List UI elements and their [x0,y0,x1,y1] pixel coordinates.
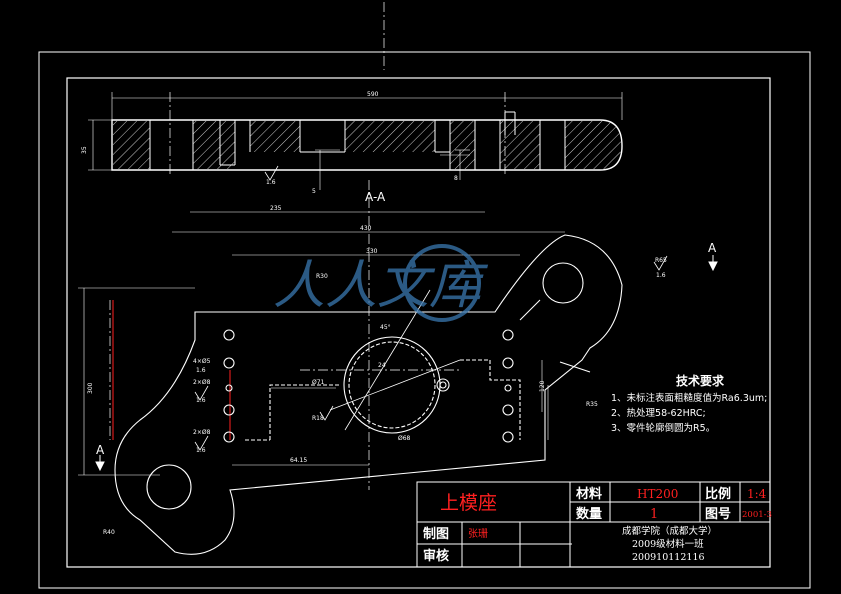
dim-71: Ø71 [312,379,325,386]
scale-value: 1:4 [747,487,767,501]
school-name: 成都学院（成都大学） [622,525,717,537]
watermark-text: 人人文库 [273,256,489,316]
rough-1: 1.6 [266,179,276,186]
dim-height: 35 [81,146,88,154]
student-id: 200910112116 [632,552,705,563]
outer-frame [38,51,811,589]
section-marker-left: A [96,443,105,457]
dim-8: 8 [454,175,458,182]
qty-label: 数量 [576,506,602,522]
dim-5: 5 [312,188,316,195]
requirement-1: 1、未标注表面粗糙度值为Ra6.3um; [611,392,767,404]
section-view [111,111,623,171]
dim-330: 330 [366,248,378,255]
dim-64: 64.15 [290,457,307,464]
requirement-3: 3、零件轮廓倒圆为R5。 [611,422,715,434]
dim-24: 24 [378,362,386,369]
title-block [416,481,771,568]
dim-300: 300 [87,382,94,394]
part-name: 上模座 [440,492,497,514]
rough-4: 1.6 [196,397,206,404]
drawn-label: 制图 [423,526,449,542]
callout-holes-3: 2×Ø8 [193,429,211,436]
rough-3: 1.6 [196,367,206,374]
dim-r30: R30 [316,273,328,280]
requirement-2: 2、热处理58-62HRC; [611,407,706,419]
dim-235: 235 [270,205,282,212]
material-value: HT200 [637,487,678,501]
dim-r18: R18 [312,415,324,422]
check-label: 审核 [423,548,449,564]
drawing-no-value: 2001-3 [742,510,772,520]
scale-label: 比例 [705,486,731,502]
dimension-lines [78,92,623,476]
dim-r68: Ø68 [398,435,411,442]
dim-overall: 590 [367,91,379,98]
rough-5: 1.6 [196,447,206,454]
dim-r65: R65 [655,257,667,264]
qty-value: 1 [650,507,658,522]
dim-120: 120 [539,380,546,392]
rough-2: 1.6 [656,272,666,279]
dim-r35: R35 [586,401,598,408]
section-arrows [95,255,718,472]
section-title: A-A [365,190,386,204]
section-marker-right: A [708,241,717,255]
material-label: 材料 [576,486,602,502]
watermark-logo: 人人文库 [273,244,489,322]
drawing-no-label: 图号 [705,507,731,522]
class-name: 2009级材料一班 [632,538,704,550]
drawn-value: 张珊 [468,528,488,540]
roughness-symbols [194,165,668,451]
red-centerlines [112,300,231,440]
dim-r40: R40 [103,529,115,536]
requirements-title: 技术要求 [676,373,725,388]
part-outline [114,234,623,555]
callout-holes-1: 4×Ø5 [193,358,211,365]
dim-430: 430 [360,225,372,232]
dim-angle: 45° [380,324,391,331]
callout-holes-2: 2×Ø8 [193,379,211,386]
